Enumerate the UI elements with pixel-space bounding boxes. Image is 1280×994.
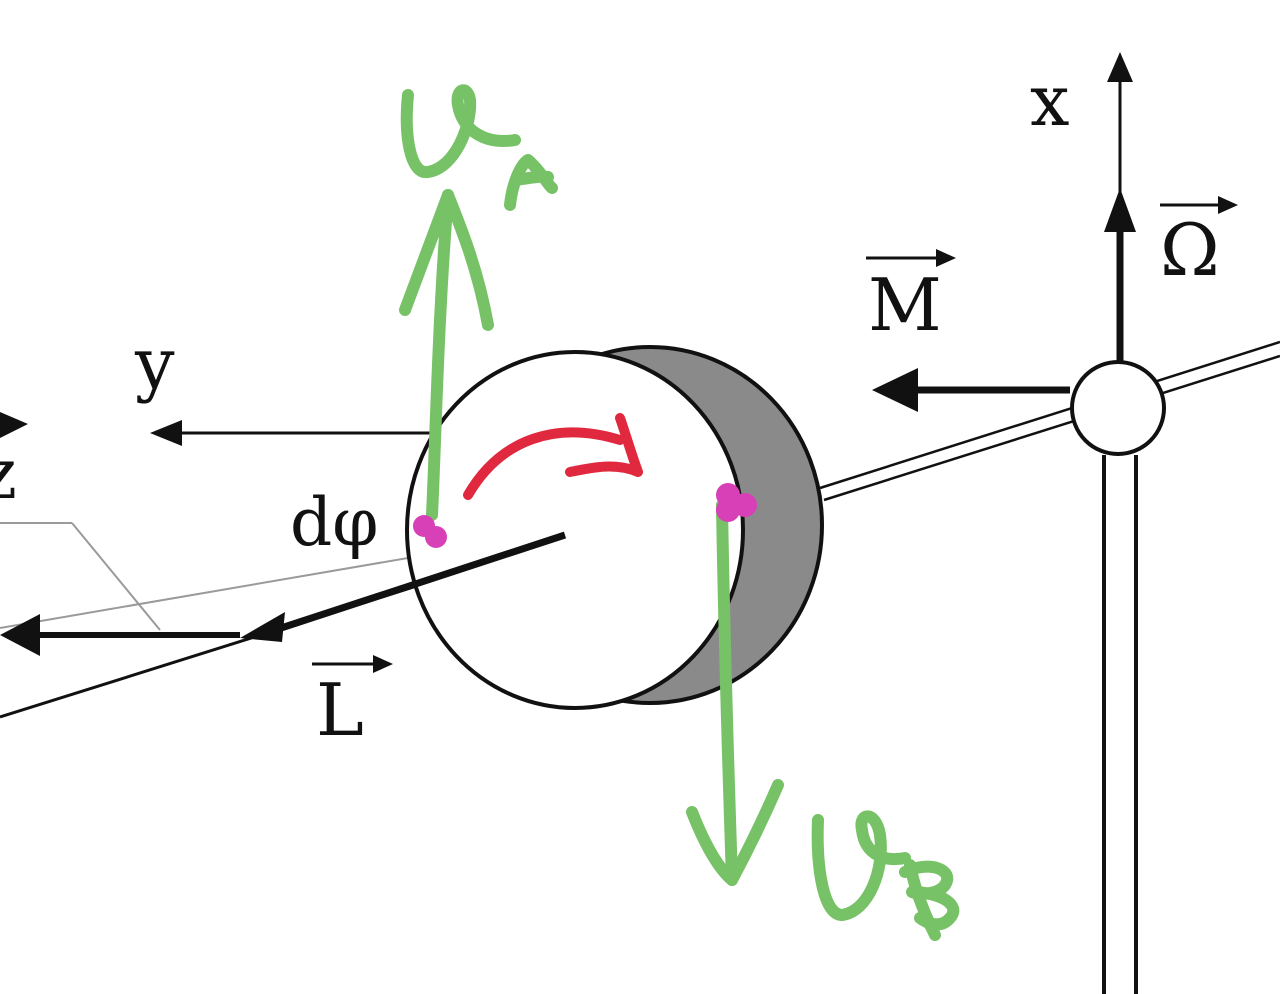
z-axis-arrow <box>0 412 28 438</box>
velocity-b-annotation <box>686 499 960 941</box>
angle-label: dφ <box>290 484 378 561</box>
moment-vector <box>872 368 1070 412</box>
disk-face <box>405 350 745 710</box>
omega-label-group: Ω <box>1160 196 1238 292</box>
axle-right <box>819 340 1280 502</box>
moment-label: M <box>868 263 942 347</box>
contact-point-b <box>716 483 757 522</box>
moment-label-group: M <box>866 249 956 347</box>
pivot-joint <box>1070 360 1166 456</box>
y-axis-arrow <box>150 420 432 446</box>
angular-momentum-label: L <box>316 668 364 752</box>
omega-label: Ω <box>1160 208 1220 292</box>
angular-momentum-vector <box>0 531 567 656</box>
vertical-support-rod <box>1102 455 1138 994</box>
spinning-disk <box>405 345 824 710</box>
z-axis-label: z <box>0 433 17 515</box>
rotation-arrow-annotation <box>463 413 643 500</box>
angular-momentum-label-group: L <box>312 655 393 752</box>
omega-vector <box>1104 188 1136 362</box>
y-axis-label: y <box>134 323 175 405</box>
velocity-a-annotation <box>399 84 558 521</box>
x-axis-label: x <box>1030 60 1069 142</box>
contact-point-a <box>413 515 447 548</box>
